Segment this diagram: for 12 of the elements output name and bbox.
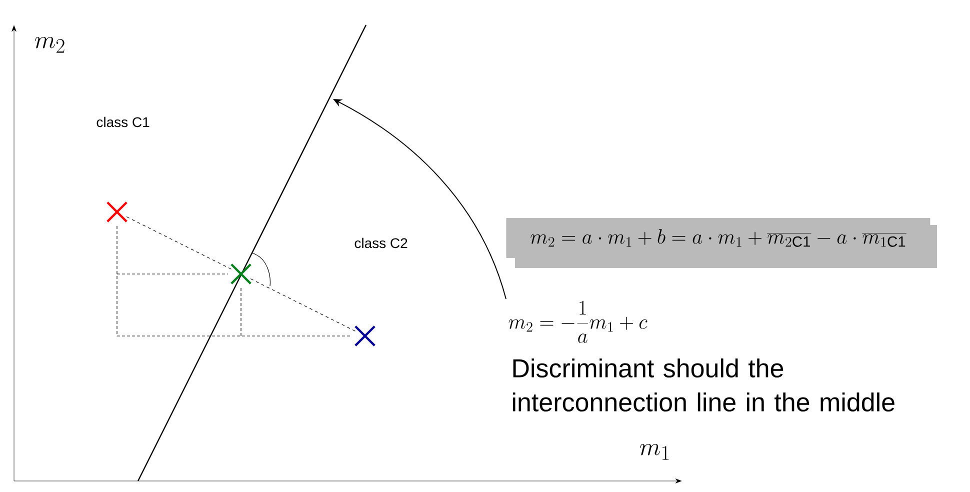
region-label: class C2: [354, 238, 408, 248]
cross-mark: [230, 263, 252, 285]
connecting-line: [126, 216, 232, 270]
formula-box: $m_2 = a \cdot m_1 + b = a \cdot m_1 + \overline{m_{2\mathrm{C1}}} - a \cdot \overline{m_{1\mathrm{C1}}}$: [506, 218, 937, 268]
axis-label: $m_2$: [35, 36, 64, 53]
cross-mark: [354, 325, 376, 347]
region-label: class C1: [96, 116, 150, 128]
note: Discriminant should the interconnection line in the middle: [512, 358, 894, 412]
axis-label: $m_1$: [640, 444, 669, 460]
connecting-line: [250, 278, 356, 332]
cross-mark: [106, 201, 128, 223]
formula: $m_2 = -\frac{1}{a} m_1 + c$: [508, 300, 648, 343]
